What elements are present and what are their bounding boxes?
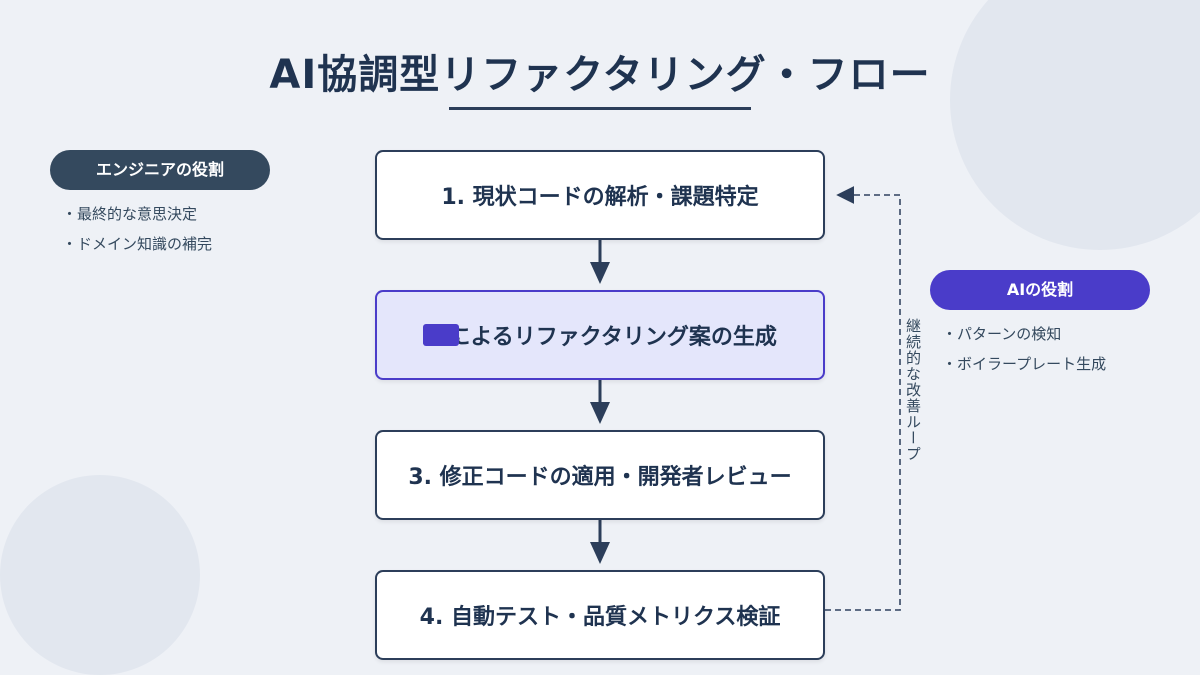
step-1-label: 1. 現状コードの解析・課題特定 <box>441 185 759 210</box>
step-2-label: AIによるリファクタリング案の生成 <box>423 325 777 350</box>
engineer-role-badge: エンジニアの役割 <box>50 150 270 190</box>
ai-role-badge: AIの役割 <box>930 270 1150 310</box>
ai-chip-icon <box>423 324 459 346</box>
decorative-circle-bottom-left <box>0 475 200 675</box>
engineer-role-item: ・ドメイン知識の補完 <box>62 235 213 253</box>
feedback-loop-arrow <box>825 186 901 611</box>
step-4-box: 4. 自動テスト・品質メトリクス検証 <box>375 570 825 660</box>
flow-arrow-3 <box>590 520 610 564</box>
step-1-box: 1. 現状コードの解析・課題特定 <box>375 150 825 240</box>
diagram-title: AI協調型リファクタリング・フロー <box>269 52 931 98</box>
flow-arrow-2 <box>590 380 610 424</box>
loop-label: 継続的な改善ループ <box>904 318 922 462</box>
step-4-label: 4. 自動テスト・品質メトリクス検証 <box>419 605 781 630</box>
ai-role-list: ・パターンの検知 ・ボイラープレート生成 <box>942 324 1106 384</box>
engineer-role-item: ・最終的な意思決定 <box>62 205 198 223</box>
ai-role-item: ・パターンの検知 <box>942 325 1062 343</box>
step-3-label: 3. 修正コードの適用・開発者レビュー <box>408 465 792 490</box>
engineer-role-list: ・最終的な意思決定 ・ドメイン知識の補完 <box>62 204 212 264</box>
ai-role-item: ・ボイラープレート生成 <box>942 355 1107 373</box>
title-underline <box>449 107 751 110</box>
step-3-box: 3. 修正コードの適用・開発者レビュー <box>375 430 825 520</box>
flow-arrow-1 <box>590 240 610 284</box>
